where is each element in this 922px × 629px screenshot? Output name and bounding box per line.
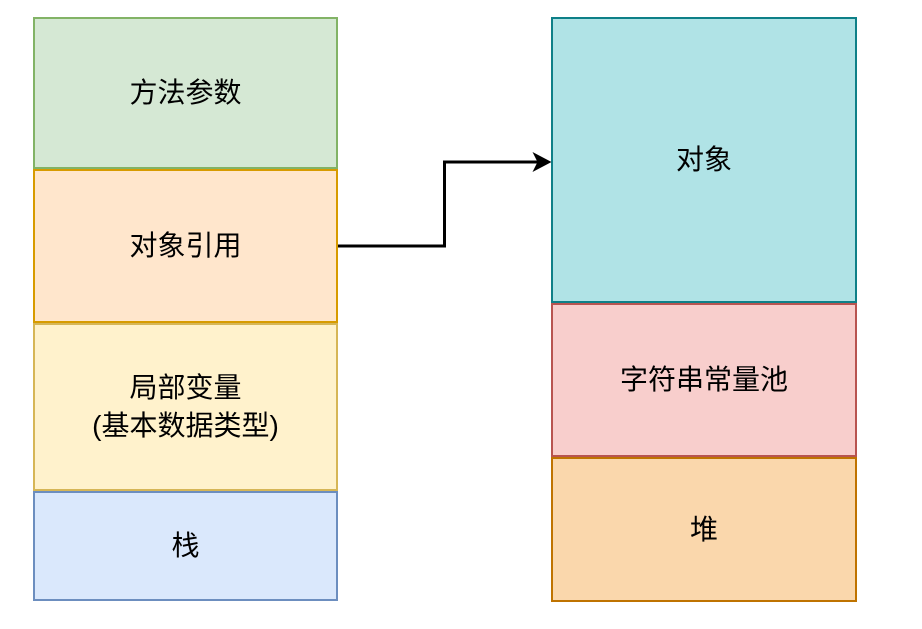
stack-object-reference-box: 对象引用	[33, 169, 338, 323]
stack-title-box: 栈	[33, 491, 338, 601]
heap-title-label: 堆	[689, 513, 718, 545]
heap-string-pool-box: 字符串常量池	[551, 303, 857, 457]
stack-method-params-box: 方法参数	[33, 17, 338, 169]
heap-object-box: 对象	[551, 17, 857, 303]
heap-object-label: 对象	[675, 144, 732, 176]
heap-string-pool-label: 字符串常量池	[619, 364, 788, 396]
reference-arrow-line	[338, 160, 538, 248]
stack-local-variables-label: 局部变量	[129, 372, 242, 404]
heap-title-box: 堆	[551, 457, 857, 602]
stack-title-label: 栈	[171, 530, 200, 562]
stack-local-variables-sublabel: (基本数据类型)	[92, 410, 279, 441]
stack-method-params-label: 方法参数	[129, 77, 242, 109]
reference-arrowhead-icon	[532, 152, 552, 172]
stack-local-variables-box: 局部变量 (基本数据类型)	[33, 323, 338, 491]
stack-object-reference-label: 对象引用	[129, 230, 242, 262]
